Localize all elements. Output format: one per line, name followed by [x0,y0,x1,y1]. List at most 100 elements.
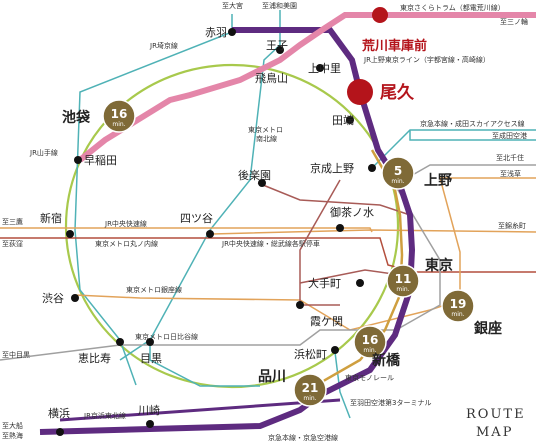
dest-atami: 至熱海 [2,431,23,440]
station-dot-akabane [228,28,236,36]
dest-kitasenju: 至北千住 [496,153,524,162]
dest-mitaka: 至三鷹 [2,217,23,226]
hub-ginza: 19 min. [441,289,475,323]
station-dot-kaminakazato [316,64,324,72]
line-metro-namboku-label-1: 東京メトロ [248,125,283,134]
jr-keihin-tohoku-line [59,398,341,422]
station-asukayama-label: 飛鳥山 [255,71,288,85]
station-yotsuya-label: 四ツ谷 [180,212,213,225]
station-shinjuku-label: 新宿 [40,211,62,225]
dest-asakusa: 至浅草 [500,169,521,178]
station-dot-otemachi [356,279,364,287]
station-hamamatsucho-label: 浜松町 [294,347,327,361]
station-tokyo-label: 東京 [425,257,453,274]
station-dot-meguro [146,338,154,346]
station-dot-kasumigaseki [296,301,304,309]
station-dot-waseda [74,156,82,164]
station-shinagawa-label: 品川 [258,369,286,385]
station-ebisu-label: 恵比寿 [78,351,111,365]
station-korakuen-label: 後楽園 [238,168,271,182]
brown-connector-line-2 [299,179,341,306]
hub-tokyo-min: 11 [395,272,412,286]
hub-tokyo-unit: min. [396,286,409,293]
line-jr-chuo-rapid-label: JR中央快速線 [104,219,147,228]
line-tokyo-monorail-label: 東京モノレール [345,373,394,382]
hub-ginza-min: 19 [450,297,467,311]
station-dot-hamamatsucho [331,346,339,354]
jr-saikyo-line [74,14,233,386]
jr-chuo-sobu-line [211,229,536,235]
arakawa-depot-marker [372,7,388,23]
station-dot-ebisu [116,338,124,346]
station-dot-tabata [346,116,354,124]
hub-shimbashi: 16 min. [353,325,387,359]
dest-minowa: 至三ノ輪 [500,17,528,26]
station-arakawa-depot-label: 荒川車庫前 [361,38,427,54]
dest-narita: 至成田空港 [492,131,527,140]
jr-yamanote-line [64,63,400,389]
line-jr-chuo-sobu-label: JR中央快速線・総武線各駅停車 [221,239,320,248]
station-tabata-label: 田端 [332,114,354,127]
metro-teal-line [149,340,260,387]
line-metro-marunouchi-label: 東京メトロ丸ノ内線 [95,239,158,248]
station-dot-shibuya [71,294,79,302]
station-dot-yokohama [56,428,64,436]
dest-ogikubo: 至荻窪 [2,239,23,248]
dest-nakameguro: 至中目黒 [2,350,30,359]
station-kawasaki-label: 川崎 [138,403,160,417]
station-dot-korakuen [258,179,266,187]
station-ochanomizu-label: 御茶ノ水 [330,205,374,219]
line-jr-keihin-tohoku-label: JR京浜東北線 [83,411,126,420]
station-oku-label: 尾久 [380,82,414,103]
station-oji-label: 王子 [266,39,288,52]
station-kasumigaseki-label: 霞ケ関 [310,315,343,328]
line-metro-ginza-label: 東京メトロ銀座線 [126,285,182,294]
station-dot-shinjuku [66,230,74,238]
hub-ikebukuro-unit: min. [112,121,125,128]
hub-tokyo: 11 min. [386,264,420,298]
hub-ueno-unit: min. [391,178,404,185]
line-jr-saikyo-label: JR埼京線 [149,41,178,50]
dest-omiya: 至大宮 [222,1,243,10]
hub-ikebukuro-min: 16 [111,107,128,121]
line-keisei-label: 京急本線・成田スカイアクセス線 [420,119,525,128]
station-dot-oji [276,46,284,54]
station-ueno-label: 上野 [424,173,452,189]
hub-shimbashi-min: 16 [362,333,379,347]
tokyo-monorail-line [334,351,351,419]
hub-shimbashi-unit: min. [363,347,376,354]
dest-urawamisono: 至浦和美園 [262,1,297,10]
hub-ginza-unit: min. [451,311,464,318]
station-keisei-ueno-label: 京成上野 [310,161,354,175]
map-title-line2: MAP [476,425,513,440]
station-dot-yotsuya [206,230,214,238]
metro-namboku-line [119,10,281,361]
station-dots [56,28,376,436]
brown-connector-line [257,182,411,216]
station-waseda-label: 早稲田 [84,154,117,167]
dest-ofuna: 至大船 [2,421,23,430]
station-meguro-label: 目黒 [140,352,162,365]
oku-marker [347,79,373,105]
hub-ikebukuro: 16 min. [102,99,136,133]
station-dot-keisei-ueno [368,164,376,172]
hub-ueno: 5 min. [381,156,415,190]
hub-shinagawa-unit: min. [303,395,316,402]
keisei-line-narita [409,130,536,141]
line-keikyu-label: 京急本線・京急空港線 [268,433,338,442]
station-dot-kawasaki [146,420,154,428]
station-shibuya-label: 渋谷 [42,292,64,305]
station-otemachi-label: 大手町 [308,276,341,290]
map-title-line1: ROUTE [466,407,526,422]
station-ginza-label: 銀座 [474,320,502,337]
station-kaminakazato-label: 上中里 [308,62,341,75]
dest-kinshicho: 至錦糸町 [498,221,526,230]
sakura-tram-line [78,12,536,163]
station-ikebukuro-label: 池袋 [62,109,91,126]
line-sakura-tram-label: 東京さくらトラム（都電荒川線） [400,3,505,12]
line-metro-hibiya-label: 東京メトロ日比谷線 [135,332,198,341]
metro-hibiya-line [0,164,536,361]
line-haneda-t3-label: 至羽田空港第3ターミナル [350,398,431,407]
station-dot-ochanomizu [336,224,344,232]
